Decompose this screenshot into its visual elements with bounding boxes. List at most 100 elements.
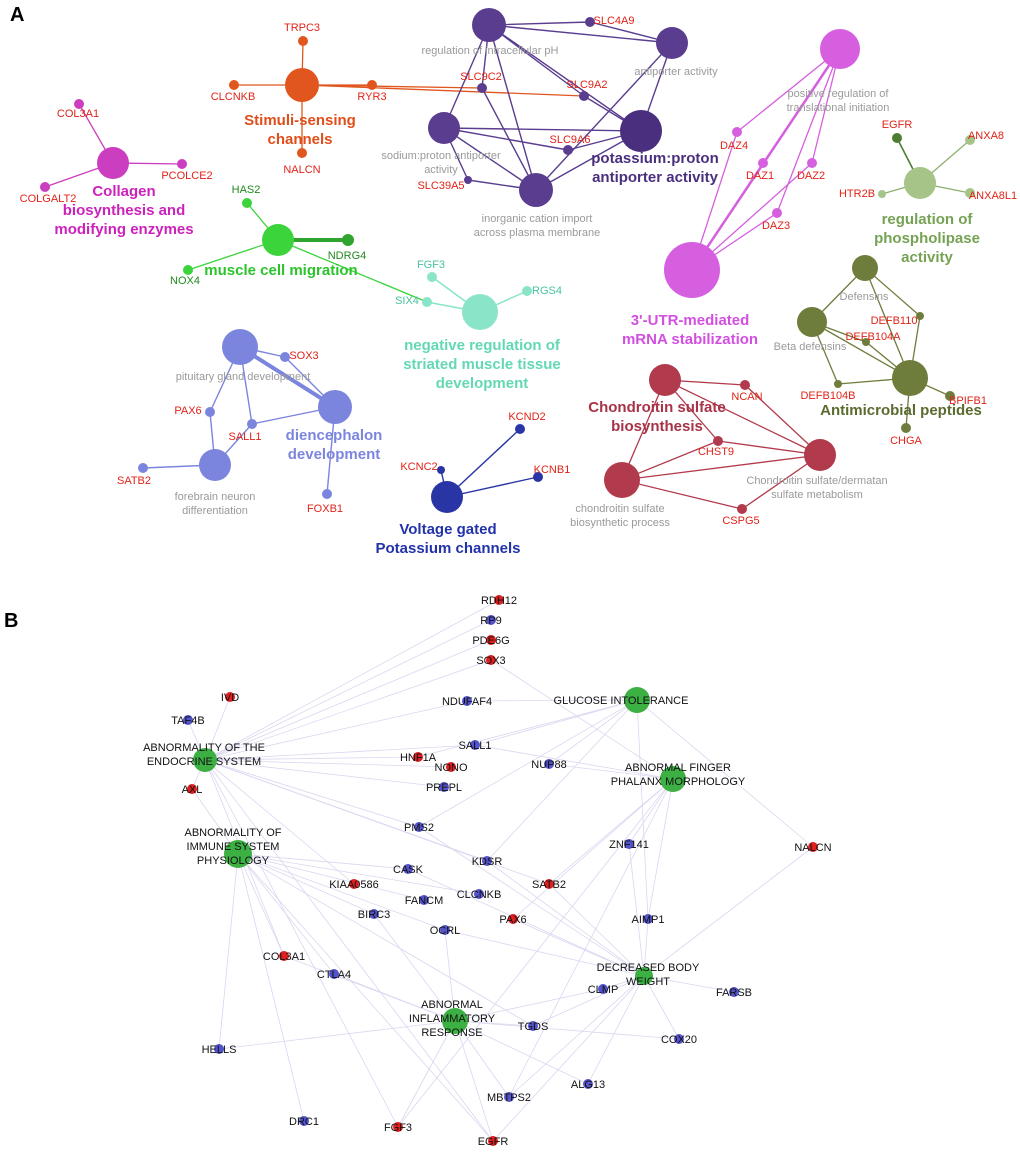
node-vi_daz1	[758, 158, 768, 168]
label-b-prepl: PREPL	[426, 782, 462, 794]
node-g_egfr	[488, 1136, 498, 1146]
node-pw_pax6	[205, 407, 215, 417]
node-dr_bio	[649, 364, 681, 396]
node-pu_slc9a6	[563, 145, 573, 155]
node-dr_met	[804, 439, 836, 471]
edge-dr_ncan--dr_met	[744, 384, 821, 456]
edge-b_finger--g_sall1	[474, 744, 674, 780]
edge-pu_slc9a2--pu_ph	[488, 24, 585, 97]
label-b-hnf1a: HNF1A	[400, 752, 437, 764]
node-g_ivd	[225, 692, 235, 702]
node-g_axl	[187, 784, 197, 794]
label-rgs4: RGS4	[532, 285, 562, 297]
node-pu_potassium	[620, 110, 662, 152]
edge-b_weight--g_alg13	[587, 975, 645, 1085]
node-or_hub	[285, 68, 319, 102]
edge-b_immune--g_clcnkb	[237, 853, 480, 895]
label-trpc3: TRPC3	[284, 22, 320, 34]
label-defensins: Defensins	[840, 291, 889, 303]
label-slc9a6: SLC9A6	[550, 134, 591, 146]
node-ol_defb104a	[862, 338, 870, 346]
edge-pu_ph--pu_inorganic	[488, 24, 537, 191]
label-b-alg13: ALG13	[571, 1079, 605, 1091]
node-g_pms2	[414, 822, 424, 832]
edge-b_endocrine--g_sall1	[204, 744, 476, 761]
edge-vi_top--vi_daz4	[736, 48, 841, 133]
edge-b_immune--g_ctla4	[237, 853, 335, 975]
node-ol_amp	[892, 360, 928, 396]
edge-vi_top--vi_daz3	[776, 48, 841, 214]
node-te_hub	[462, 294, 498, 330]
edge-b_endocrine--g_egfr	[204, 759, 494, 1142]
edge-pu_slc9a6--pu_sodium	[443, 127, 569, 151]
node-gr_hub	[262, 224, 294, 256]
node-g_znf141	[624, 839, 634, 849]
label-b-znf141: ZNF141	[609, 839, 649, 851]
label-nalcn-a: NALCN	[283, 164, 320, 176]
edge-pu_ph--pu_sodium	[443, 24, 490, 129]
label-satb2-a: SATB2	[117, 475, 151, 487]
node-ol_chga	[901, 423, 911, 433]
node-g_col3a1	[279, 951, 289, 961]
node-pu_slc4a9	[585, 17, 595, 27]
label-ncan: NCAN	[731, 391, 762, 403]
node-pw_sox3	[280, 352, 290, 362]
node-dr_chst9	[713, 436, 723, 446]
label-foxb1: FOXB1	[307, 503, 343, 515]
node-g_alg13	[583, 1079, 593, 1089]
edge-dr_chst9--dr_met	[717, 440, 821, 456]
node-b_glucose	[624, 687, 650, 713]
label-chst9: CHST9	[698, 446, 734, 458]
label-b-satb2: SATB2	[532, 879, 566, 891]
edge-b_immune--g_birc3	[237, 853, 375, 915]
node-g_sall1	[470, 740, 480, 750]
edge-ol_beta--ol_amp	[811, 321, 911, 379]
node-g_clcnkb	[474, 889, 484, 899]
edge-b_weight--g_znf141	[628, 843, 645, 977]
node-pu_sodium	[428, 112, 460, 144]
node-b_immune	[224, 840, 252, 868]
edge-b_immune--g_cask	[237, 853, 409, 870]
edge-gr_hub--te_six4	[277, 239, 428, 303]
edge-b_weight--g_egfr	[492, 975, 645, 1142]
edge-b_endocrine--g_ndufaf4	[204, 700, 468, 761]
edge-b_immune--g_fancm	[237, 853, 425, 901]
node-mg_colgalt2	[40, 182, 50, 192]
label-slc9c2: SLC9C2	[460, 71, 502, 83]
node-g_sox3	[486, 655, 496, 665]
edge-b_finger--g_znf141	[628, 778, 674, 845]
label-b-fancm: FANCM	[405, 895, 444, 907]
edge-b_endocrine--g_sox3	[204, 659, 492, 761]
node-g_ocrl	[440, 925, 450, 935]
edge-b_immune--g_tgds	[237, 853, 534, 1027]
edge-b_inflam--g_egfr	[454, 1020, 494, 1142]
edge-b_inflam--g_cox20	[454, 1020, 680, 1040]
node-pw_dien	[318, 390, 352, 424]
edge-b_glucose--g_ndufaf4	[466, 699, 638, 702]
node-or_clcnkb	[229, 80, 239, 90]
label-b-sox3: SOX3	[476, 655, 505, 667]
label-slc4a9: SLC4A9	[594, 15, 635, 27]
label-b-pde6g: PDE6G	[472, 635, 509, 647]
node-g_clmp	[598, 984, 608, 994]
edge-b_glucose--g_kdsr	[486, 699, 638, 862]
node-ol_beta	[797, 307, 827, 337]
label-b-birc3: BIRC3	[358, 909, 390, 921]
edge-b_weight--g_farsb	[643, 975, 735, 993]
label-b-cask: CASK	[393, 864, 424, 876]
edge-b_glucose--g_sall1	[474, 699, 638, 746]
edge-dr_cspg5--dr_proc	[621, 479, 743, 510]
edge-b_immune--g_egfr	[237, 853, 494, 1142]
label-antiporter-activity: antiporter activity	[634, 66, 718, 78]
label-b-egfr: EGFR	[478, 1136, 509, 1148]
node-pu_slc39a5	[464, 176, 472, 184]
